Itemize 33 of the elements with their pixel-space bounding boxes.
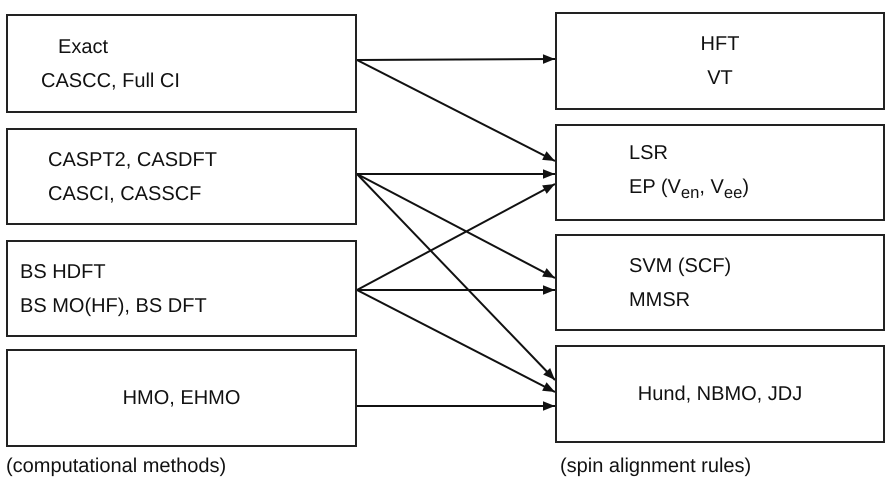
box-text: Exact <box>58 34 108 58</box>
box-text: CASCI, CASSCF <box>48 182 202 206</box>
box-text: BS MO(HF), BS DFT <box>20 294 207 318</box>
arrow <box>356 183 556 291</box>
text-box <box>555 234 885 331</box>
box-text: LSR <box>629 140 668 164</box>
column-caption: (spin alignment rules) <box>560 455 752 478</box>
arrow <box>356 173 556 279</box>
box-text: EP (V$_{en}$, V$_{ee}$) <box>629 174 750 204</box>
box-text: HFT <box>700 32 740 56</box>
text-box <box>6 128 357 225</box>
arrow <box>357 401 555 411</box>
arrow <box>357 54 555 64</box>
arrow <box>356 289 556 393</box>
box-text: CASPT2, CASDFT <box>48 148 217 172</box>
box-text: VT <box>707 66 733 90</box>
text-box <box>555 345 885 443</box>
box-text: Hund, NBMO, JDJ <box>638 382 802 406</box>
text-box <box>555 124 885 221</box>
arrow <box>356 59 556 162</box>
text-box <box>555 12 885 110</box>
box-text: MMSR <box>629 288 690 312</box>
arrow <box>357 285 555 295</box>
text-box <box>6 349 357 447</box>
box-text: HMO, EHMO <box>122 386 240 410</box>
column-caption: (computational methods) <box>6 455 226 478</box>
text-box <box>6 240 357 337</box>
box-text: SVM (SCF) <box>629 254 732 278</box>
box-text: CASCC, Full CI <box>41 68 180 92</box>
box-text: BS HDFT <box>20 260 106 284</box>
arrow <box>356 173 556 381</box>
text-box <box>6 14 357 113</box>
arrow <box>357 169 555 179</box>
